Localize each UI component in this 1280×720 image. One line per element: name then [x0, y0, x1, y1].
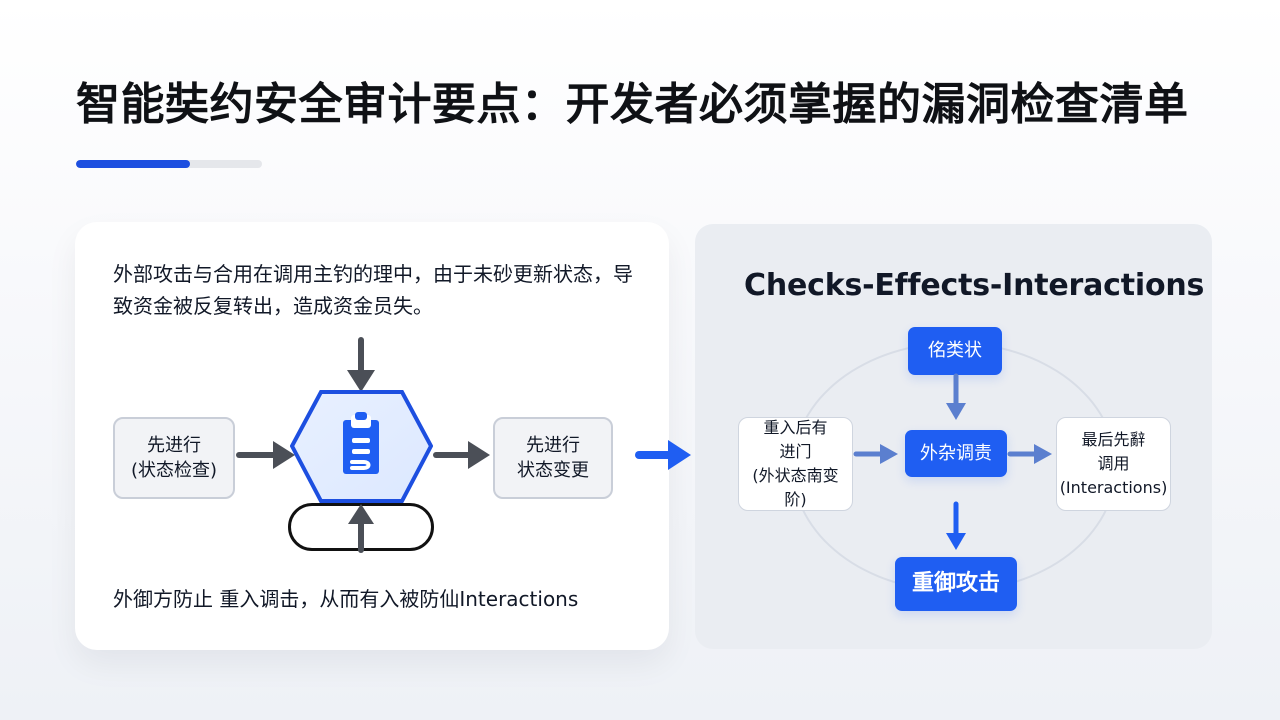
- title-accent-rule-fill: [76, 160, 190, 168]
- left-footer: 外御方防止 重入调击，从而有入被防仙Interactions: [113, 587, 579, 611]
- left-process-box-label: 先进行 (状态检查): [130, 435, 218, 481]
- top-entry-arrow: [347, 337, 375, 392]
- left-to-hex-arrow: [236, 441, 295, 469]
- left-description: 外部攻击与合用在调用主钓的理中，由于未砂更新状态，导致资金被反复转出，造成资金员…: [113, 262, 633, 318]
- cei-left-node-label: 重入后有 进门 (外状态南变阶): [752, 418, 839, 509]
- cei-right-node-label: 最后先辭 调用 (Interactions): [1059, 430, 1168, 497]
- title-accent-rule: [76, 160, 262, 168]
- top-to-center-arrow: [946, 373, 966, 420]
- loop-up-arrow: [348, 504, 374, 553]
- cei-heading: Checks-Effects-Interactions: [744, 268, 1205, 303]
- cei-center-node-label: 外杂调责: [920, 442, 992, 464]
- cei-center-node: 外杂调责: [905, 430, 1007, 477]
- cei-top-node-label: 佲类状: [928, 340, 982, 361]
- center-to-bottom-arrow: [946, 501, 966, 550]
- cei-left-node: 重入后有 进门 (外状态南变阶): [738, 417, 853, 511]
- left-process-box: 先进行 (状态检查): [113, 417, 235, 499]
- right-process-box-label: 先进行 状态变更: [517, 435, 589, 481]
- cei-bottom-node-label: 重御攻击: [911, 571, 1000, 596]
- left-to-center-arrow: [853, 444, 898, 464]
- cei-bottom-node: 重御攻击: [895, 557, 1017, 611]
- page-title: 智能奘约安全审计要点：开发者必须掌握的漏洞检查清单: [76, 79, 1189, 130]
- security-hexagon: [290, 390, 433, 503]
- center-to-right-arrow: [1007, 444, 1052, 464]
- clipboard-icon: [343, 412, 379, 474]
- right-process-box: 先进行 状态变更: [493, 417, 613, 499]
- cei-top-node: 佲类状: [908, 327, 1002, 375]
- hex-to-right-arrow: [433, 441, 490, 469]
- panel-transition-arrow: [635, 440, 691, 470]
- cei-right-node: 最后先辭 调用 (Interactions): [1056, 417, 1171, 511]
